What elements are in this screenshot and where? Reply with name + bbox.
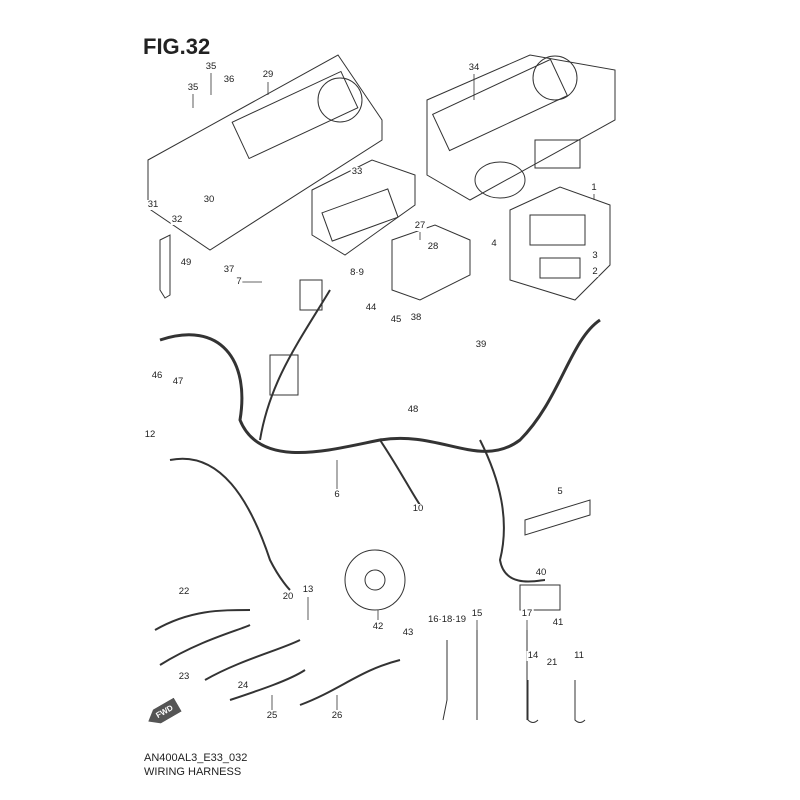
callout-26: 26 bbox=[330, 710, 344, 721]
leader-lines bbox=[192, 73, 595, 710]
callout-5: 5 bbox=[556, 486, 564, 497]
callout-10: 10 bbox=[411, 503, 425, 514]
callout-38: 38 bbox=[409, 312, 423, 323]
horn-42 bbox=[344, 549, 406, 611]
callout-15: 15 bbox=[470, 608, 484, 619]
lock-cylinder-29 bbox=[317, 77, 363, 123]
clip-11 bbox=[574, 680, 586, 723]
callout-29: 29 bbox=[261, 69, 275, 80]
connector bbox=[299, 279, 323, 311]
diagram-code: AN400AL3_E33_032 bbox=[144, 752, 248, 764]
callout-37: 37 bbox=[222, 264, 236, 275]
callout-21: 21 bbox=[545, 657, 559, 668]
callout-4: 4 bbox=[490, 238, 498, 249]
callout-23: 23 bbox=[177, 671, 191, 682]
horn-center bbox=[364, 569, 386, 591]
callout-42: 42 bbox=[371, 621, 385, 632]
callout-28: 28 bbox=[426, 241, 440, 252]
harness-22 bbox=[154, 609, 251, 631]
harness-branch bbox=[169, 457, 291, 591]
callout-43: 43 bbox=[401, 627, 415, 638]
harness-25 bbox=[229, 669, 306, 701]
callout-47: 47 bbox=[171, 376, 185, 387]
unit-2 bbox=[539, 257, 581, 279]
callout-35b: 35 bbox=[186, 82, 200, 93]
figure-title: FIG.32 bbox=[143, 34, 211, 59]
callout-20: 20 bbox=[281, 591, 295, 602]
callout-13: 13 bbox=[301, 584, 315, 595]
group-34-outline bbox=[426, 54, 616, 201]
connector-33 bbox=[321, 188, 399, 242]
callout-8-9: 8·9 bbox=[349, 267, 365, 278]
callout-48: 48 bbox=[406, 404, 420, 415]
diagram-name: WIRING HARNESS bbox=[144, 766, 242, 778]
tie-16 bbox=[442, 640, 448, 721]
connector bbox=[269, 354, 299, 396]
relay-box bbox=[534, 139, 581, 169]
harness-23 bbox=[159, 624, 251, 666]
callout-27: 27 bbox=[413, 220, 427, 231]
unit-1 bbox=[529, 214, 586, 246]
callout-33: 33 bbox=[350, 166, 364, 177]
callout-49: 49 bbox=[179, 257, 193, 268]
group-27-outline bbox=[391, 224, 471, 301]
callout-2: 2 bbox=[591, 266, 599, 277]
callout-24: 24 bbox=[236, 680, 250, 691]
callout-6: 6 bbox=[333, 489, 341, 500]
callout-41: 41 bbox=[551, 617, 565, 628]
callout-34: 34 bbox=[467, 62, 481, 73]
callout-35a: 35 bbox=[204, 61, 218, 72]
callout-46: 46 bbox=[150, 370, 164, 381]
group-33-outline bbox=[311, 159, 416, 256]
harness-26 bbox=[299, 659, 401, 706]
ignition-switch-34 bbox=[431, 58, 569, 152]
callout-40: 40 bbox=[534, 567, 548, 578]
main-harness bbox=[159, 318, 601, 454]
harness-branch bbox=[259, 289, 331, 441]
key-49 bbox=[159, 234, 171, 299]
group-1-outline bbox=[509, 186, 611, 301]
callout-3: 3 bbox=[591, 250, 599, 261]
ignition-switch-29 bbox=[231, 70, 359, 160]
callout-16-18-19: 16·18·19 bbox=[426, 614, 468, 625]
callout-14: 14 bbox=[526, 650, 540, 661]
callout-32: 32 bbox=[170, 214, 184, 225]
fuel-cap bbox=[474, 161, 526, 199]
tape-5 bbox=[524, 499, 591, 536]
clip-14 bbox=[527, 680, 539, 723]
callout-30: 30 bbox=[202, 194, 216, 205]
harness-branch bbox=[379, 439, 421, 506]
callout-17: 17 bbox=[520, 608, 534, 619]
harness-24 bbox=[204, 639, 301, 681]
callout-39: 39 bbox=[474, 339, 488, 350]
callout-25: 25 bbox=[265, 710, 279, 721]
callout-44: 44 bbox=[364, 302, 378, 313]
callout-31: 31 bbox=[146, 199, 160, 210]
callout-36: 36 bbox=[222, 74, 236, 85]
lock-cylinder-34 bbox=[532, 55, 578, 101]
callout-22: 22 bbox=[177, 586, 191, 597]
callout-12: 12 bbox=[143, 429, 157, 440]
callout-11: 11 bbox=[573, 650, 585, 661]
callout-45: 45 bbox=[389, 314, 403, 325]
connector-40 bbox=[519, 584, 561, 611]
harness-branch bbox=[479, 439, 546, 583]
callout-7: 7 bbox=[235, 276, 243, 287]
callout-1: 1 bbox=[590, 182, 598, 193]
